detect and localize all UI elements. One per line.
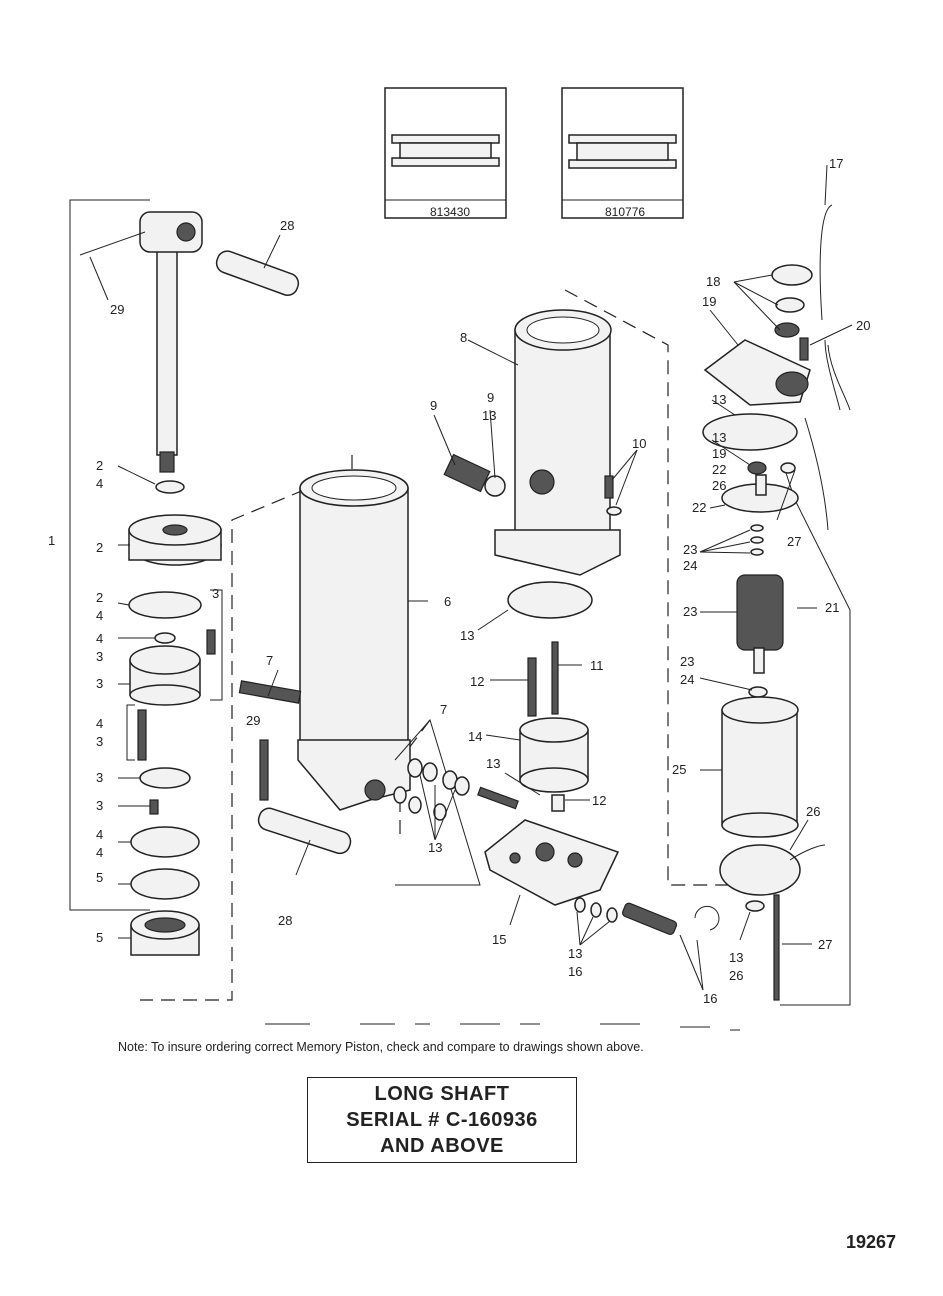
callout-label: 29 xyxy=(246,713,260,728)
callout-label: 13 xyxy=(460,628,474,643)
callout-label: 12 xyxy=(592,793,606,808)
callout-label: 17 xyxy=(829,156,843,171)
callout-label: 4 xyxy=(96,608,103,623)
callout-label: 26 xyxy=(712,478,726,493)
callout-label: 21 xyxy=(825,600,839,615)
callout-label: 3 xyxy=(96,649,103,664)
callout-label: 2 xyxy=(96,540,103,555)
pump-14 xyxy=(519,717,589,793)
callout-label: 23 xyxy=(683,542,697,557)
callout-label: 4 xyxy=(96,631,103,646)
callout-label: 13 xyxy=(568,946,582,961)
callout-label: 8 xyxy=(460,330,467,345)
callout-label: 16 xyxy=(703,991,717,1006)
callout-label: 4 xyxy=(96,827,103,842)
trim-rod-assembly xyxy=(79,211,300,956)
callout-label: 12 xyxy=(470,674,484,689)
title-line-3: AND ABOVE xyxy=(380,1135,504,1157)
callout-label: 16 xyxy=(568,964,582,979)
callout-label: 23 xyxy=(680,654,694,669)
ordering-note: Note: To insure ordering correct Memory … xyxy=(118,1040,644,1054)
inset-813430: 813430 xyxy=(384,87,507,219)
callout-label: 9 xyxy=(487,390,494,405)
callout-label: 7 xyxy=(440,702,447,717)
callout-label: 13 xyxy=(482,408,496,423)
callout-label: 20 xyxy=(856,318,870,333)
callout-label: 7 xyxy=(266,653,273,668)
callout-label: 3 xyxy=(96,734,103,749)
callout-label: 2 xyxy=(96,458,103,473)
callout-label: 15 xyxy=(492,932,506,947)
callout-label: 5 xyxy=(96,870,103,885)
callout-label: 4 xyxy=(96,845,103,860)
bottom-dashed-line xyxy=(265,1023,740,1031)
callout-label: 4 xyxy=(96,476,103,491)
title-line-1: LONG SHAFT xyxy=(374,1083,510,1105)
callout-label: 24 xyxy=(680,672,694,687)
callout-label: 3 xyxy=(212,586,219,601)
callout-label: 14 xyxy=(468,729,482,744)
callout-label: 26 xyxy=(729,968,743,983)
inset-part-number: 810776 xyxy=(605,205,645,219)
callout-label: 19 xyxy=(712,446,726,461)
valve-body-15 xyxy=(484,819,620,906)
callout-label: 27 xyxy=(787,534,801,549)
callout-label: 3 xyxy=(96,770,103,785)
pump-housing-8 xyxy=(443,309,622,576)
callout-label: 6 xyxy=(444,594,451,609)
inset-part-number: 813430 xyxy=(430,205,470,219)
o-ring-13 xyxy=(507,581,593,619)
screw-11 xyxy=(551,641,559,715)
figure-number: 19267 xyxy=(846,1232,897,1252)
callout-label: 9 xyxy=(430,398,437,413)
manual-release-16 xyxy=(574,897,720,935)
callout-label: 13 xyxy=(428,840,442,855)
callout-label: 13 xyxy=(729,950,743,965)
callout-label: 2 xyxy=(96,590,103,605)
callout-label: 18 xyxy=(706,274,720,289)
screw-12 xyxy=(527,657,537,717)
callout-label: 10 xyxy=(632,436,646,451)
callout-label: 24 xyxy=(683,558,697,573)
bracket-item-1 xyxy=(69,199,150,911)
leader-lines xyxy=(89,164,853,991)
dashed-outline-center xyxy=(564,289,730,886)
callout-label: 3 xyxy=(96,798,103,813)
callout-label: 4 xyxy=(96,716,103,731)
callout-label: 19 xyxy=(702,294,716,309)
callout-labels: 1 2 4 2 2 4 3 4 3 3 4 3 3 3 4 4 5 5 29 2… xyxy=(48,156,870,1006)
callout-label: 27 xyxy=(818,937,832,952)
callout-label: 22 xyxy=(692,500,706,515)
callout-label: 23 xyxy=(683,604,697,619)
callout-label: 11 xyxy=(590,658,604,673)
callout-label: 26 xyxy=(806,804,820,819)
serial-title-box: LONG SHAFT SERIAL # C-160936 AND ABOVE xyxy=(307,1077,577,1163)
callout-label: 1 xyxy=(48,533,55,548)
cylinder-assembly xyxy=(238,469,411,855)
motor-parts xyxy=(702,204,851,1001)
callout-label: 3 xyxy=(96,676,103,691)
dashed-outline-left xyxy=(140,455,353,1001)
callout-label: 13 xyxy=(712,392,726,407)
callout-label: 5 xyxy=(96,930,103,945)
inset-810776: 810776 xyxy=(561,87,684,219)
valve-parts-7 xyxy=(393,718,519,886)
title-line-2: SERIAL # C-160936 xyxy=(346,1109,538,1131)
callout-label: 13 xyxy=(712,430,726,445)
callout-label: 25 xyxy=(672,762,686,777)
callout-label: 28 xyxy=(278,913,292,928)
callout-label: 28 xyxy=(280,218,294,233)
callout-label: 22 xyxy=(712,462,726,477)
callout-label: 13 xyxy=(486,756,500,771)
callout-label: 29 xyxy=(110,302,124,317)
